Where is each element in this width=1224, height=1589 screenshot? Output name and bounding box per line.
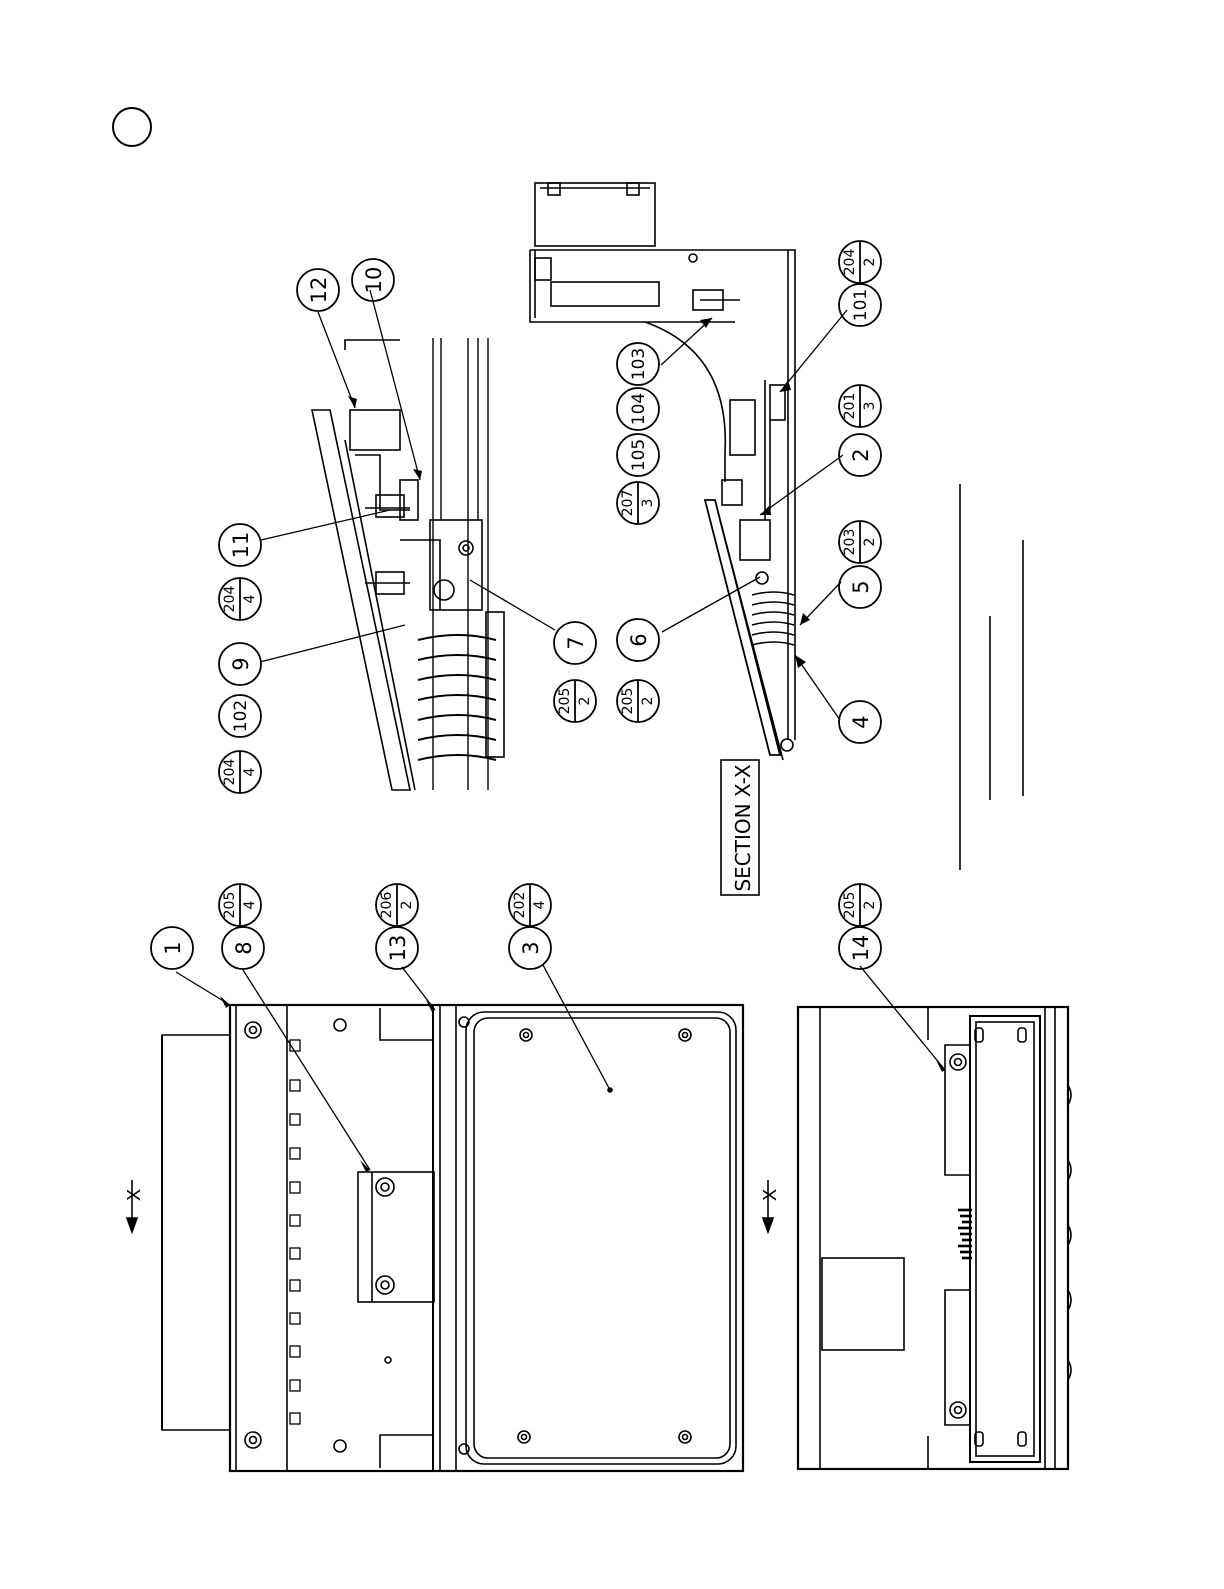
callout-split-bottom: 2: [862, 901, 878, 910]
callout-label: 105: [629, 439, 649, 471]
callout-label: 101: [851, 289, 871, 321]
callout-split-top: 207: [620, 490, 636, 517]
callout-split-top: 205: [620, 688, 636, 715]
callout-label: 4: [849, 715, 873, 728]
view-arrow-x-bottom: [763, 1180, 773, 1232]
callout-label: 1: [161, 941, 185, 954]
callout-label: 7: [564, 636, 588, 649]
callout-label: 2: [849, 448, 873, 461]
callout-split-top: 204: [222, 759, 238, 786]
section-xx: [530, 183, 795, 760]
callout-label: 6: [627, 633, 651, 646]
callout-label: 104: [629, 393, 649, 425]
callout-split-top: 203: [842, 529, 858, 556]
callout-split-top: 204: [222, 586, 238, 613]
view-arrow-x-top-label: X: [124, 1189, 145, 1201]
callout-label: 14: [849, 935, 873, 962]
callout-split-bottom: 4: [242, 900, 258, 909]
callout-split-top: 201: [842, 393, 858, 420]
callout-label: 3: [519, 941, 543, 954]
callout-split-bottom: 2: [577, 697, 593, 706]
section-label: SECTION X-X: [731, 764, 755, 891]
top-view: [162, 1005, 743, 1471]
callout-label: 9: [229, 657, 253, 670]
callout-split-top: 205: [842, 892, 858, 919]
callout-split-bottom: 4: [532, 900, 548, 909]
callout-label: 10: [362, 267, 386, 294]
callout-label: 103: [629, 348, 649, 380]
view-arrow-x-bottom-label: X: [760, 1189, 781, 1201]
callout-split-bottom: 4: [242, 767, 258, 776]
view-arrow-x-top: [127, 1180, 137, 1232]
callout-label: 12: [307, 277, 331, 304]
side-view: [798, 1007, 1071, 1469]
callout-split-bottom: 4: [242, 594, 258, 603]
callout-split-bottom: 2: [399, 901, 415, 910]
callout-label: 102: [231, 700, 251, 732]
callout-split-bottom: 2: [640, 697, 656, 706]
callout-label: 11: [229, 532, 253, 559]
callout-split-top: 202: [512, 892, 528, 919]
callout-split-top: 204: [842, 249, 858, 276]
callout-label: 13: [386, 935, 410, 962]
callout-label: 5: [849, 580, 873, 593]
callout-split-bottom: 3: [640, 499, 656, 508]
callout-split-top: 205: [557, 688, 573, 715]
callout-split-top: 206: [379, 892, 395, 919]
callout-label: 8: [232, 941, 256, 954]
detail-view: [312, 338, 504, 790]
sheet-marker-circle: [113, 108, 151, 146]
callout-split-bottom: 3: [862, 402, 878, 411]
callout-split-bottom: 2: [862, 258, 878, 267]
callout-split-bottom: 2: [862, 538, 878, 547]
callout-split-top: 205: [222, 892, 238, 919]
